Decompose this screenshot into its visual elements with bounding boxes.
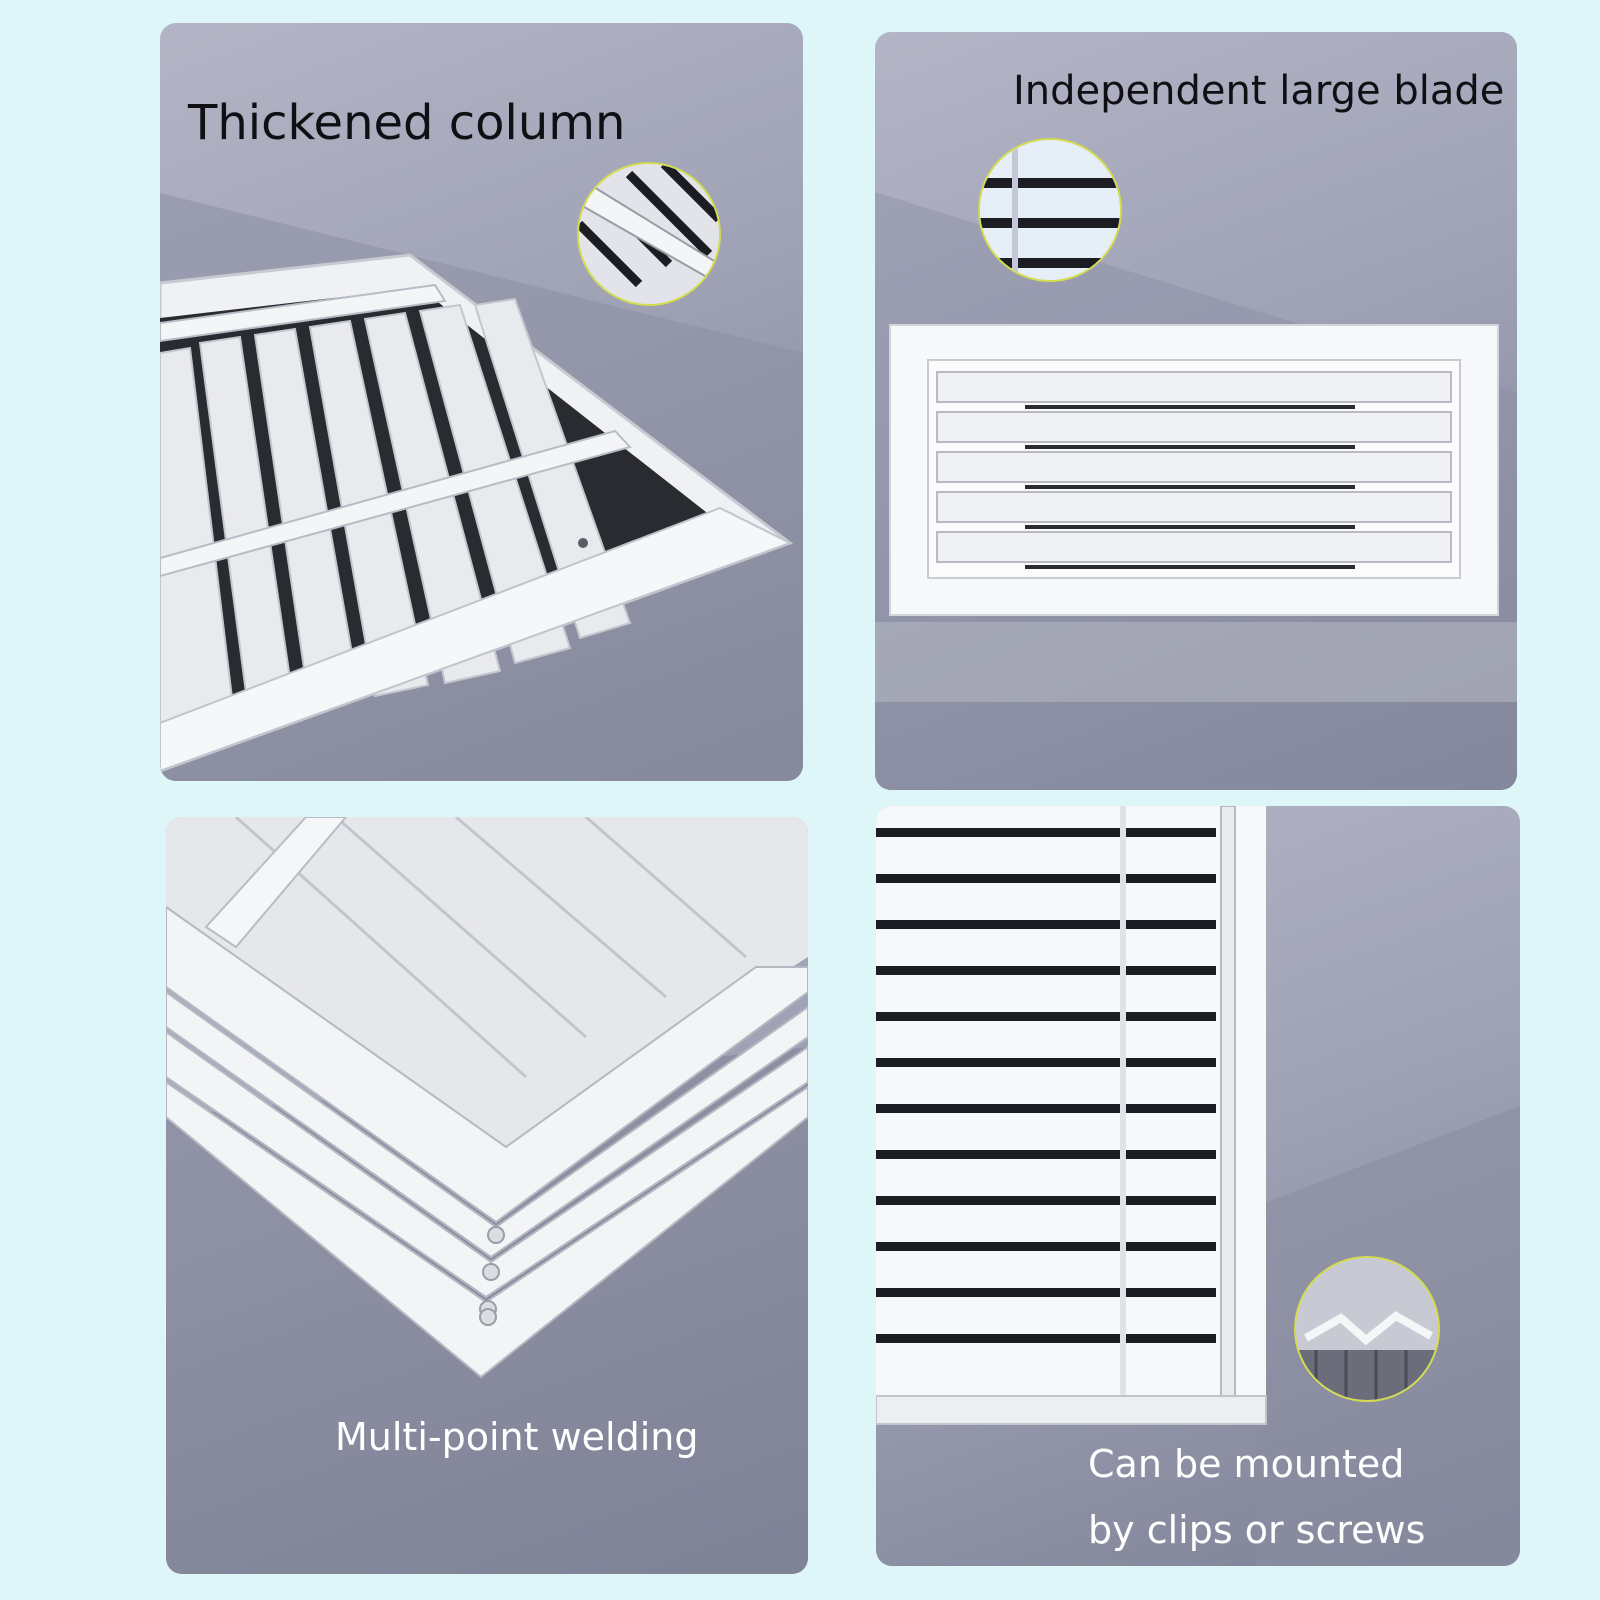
feature-panel-multi-point-welding (166, 817, 808, 1574)
feature-panel-mounting (876, 806, 1520, 1566)
grille-angled-photo (160, 193, 803, 781)
clip-closeup-icon (1296, 1258, 1438, 1400)
caption-mounting-line1: Can be mounted (1088, 1442, 1405, 1486)
caption-mounting-line2: by clips or screws (1088, 1508, 1426, 1552)
caption-thickened-column: Thickened column (188, 95, 626, 151)
zoom-inset-clip (1294, 1256, 1440, 1402)
blade-closeup-icon (980, 140, 1120, 280)
zoom-inset-blade (978, 138, 1122, 282)
feature-panel-independent-large-blade (875, 32, 1517, 790)
grille-corner-photo (166, 817, 808, 1574)
zoom-inset-column (577, 162, 721, 306)
caption-multi-point-welding: Multi-point welding (335, 1415, 699, 1459)
grille-mounted-photo (876, 806, 1520, 1566)
column-closeup-icon (579, 164, 719, 304)
caption-independent-large-blade: Independent large blade (1013, 68, 1505, 114)
grille-front-photo (875, 192, 1517, 790)
feature-panel-thickened-column (160, 23, 803, 781)
